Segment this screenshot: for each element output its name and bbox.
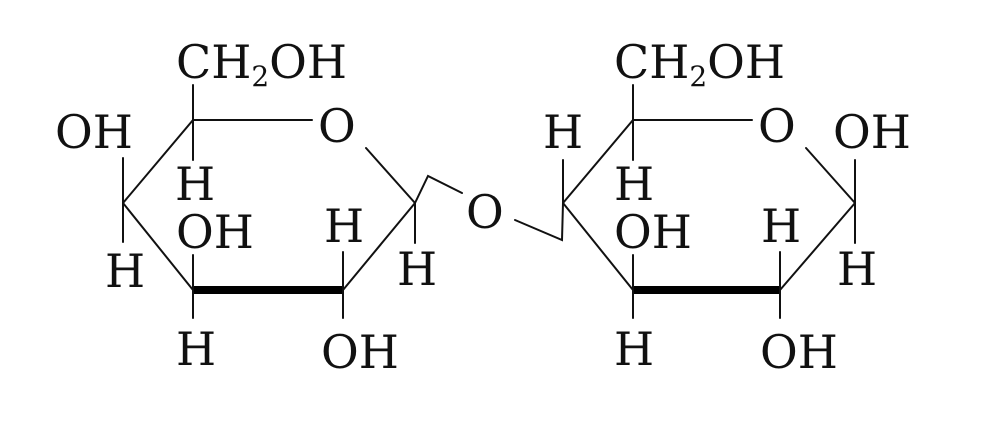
left-c4-c5-bond bbox=[122, 119, 194, 204]
right-ch2oh-label: CH2OH bbox=[614, 35, 785, 93]
left-c1-c2-bond bbox=[342, 202, 416, 291]
left-c3-c4-bond bbox=[122, 202, 194, 291]
left-ring-oxygen: O bbox=[318, 99, 356, 153]
left-ring-labels: CH2OH O OH H H OH H H OH H bbox=[55, 35, 437, 379]
left-c3-h-label: H bbox=[176, 322, 216, 376]
right-ring-oxygen: O bbox=[758, 99, 796, 153]
right-c3-c4-bond bbox=[562, 202, 634, 291]
left-c2-oh-label: OH bbox=[321, 325, 399, 379]
left-ring-bonds bbox=[122, 84, 463, 319]
right-c2-oh-label: OH bbox=[760, 325, 838, 379]
right-c4-h-label: H bbox=[543, 105, 583, 159]
right-o-c1-bond bbox=[805, 147, 856, 204]
left-ch2oh-label: CH2OH bbox=[176, 35, 347, 93]
right-c3-h-label: H bbox=[614, 322, 654, 376]
right-c2-h-label: H bbox=[761, 199, 801, 253]
right-ring-labels: CH2OH O H H OH H H OH OH H bbox=[543, 35, 911, 379]
left-c4-oh-label: OH bbox=[55, 105, 133, 159]
right-c5-h-label: H bbox=[614, 157, 654, 211]
left-c1-h-label: H bbox=[397, 242, 437, 296]
left-c4-h-label: H bbox=[105, 244, 145, 298]
right-c1-oh-label: OH bbox=[833, 105, 911, 159]
left-c1-bridge-o-bond bbox=[414, 174, 463, 204]
right-ring-bonds bbox=[514, 84, 856, 319]
left-o-c1-bond bbox=[365, 147, 416, 204]
glycosidic-oxygen: O bbox=[466, 185, 504, 239]
right-c4-c5-bond bbox=[562, 119, 634, 204]
right-c1-c2-bond bbox=[779, 202, 856, 291]
bridge-o-right-c4-bond bbox=[514, 202, 564, 242]
right-c1-h-label: H bbox=[837, 242, 877, 296]
right-c3-oh-label: OH bbox=[614, 205, 692, 259]
left-c3-oh-label: OH bbox=[176, 205, 254, 259]
left-c5-h-label: H bbox=[175, 157, 215, 211]
left-c2-h-label: H bbox=[324, 199, 364, 253]
